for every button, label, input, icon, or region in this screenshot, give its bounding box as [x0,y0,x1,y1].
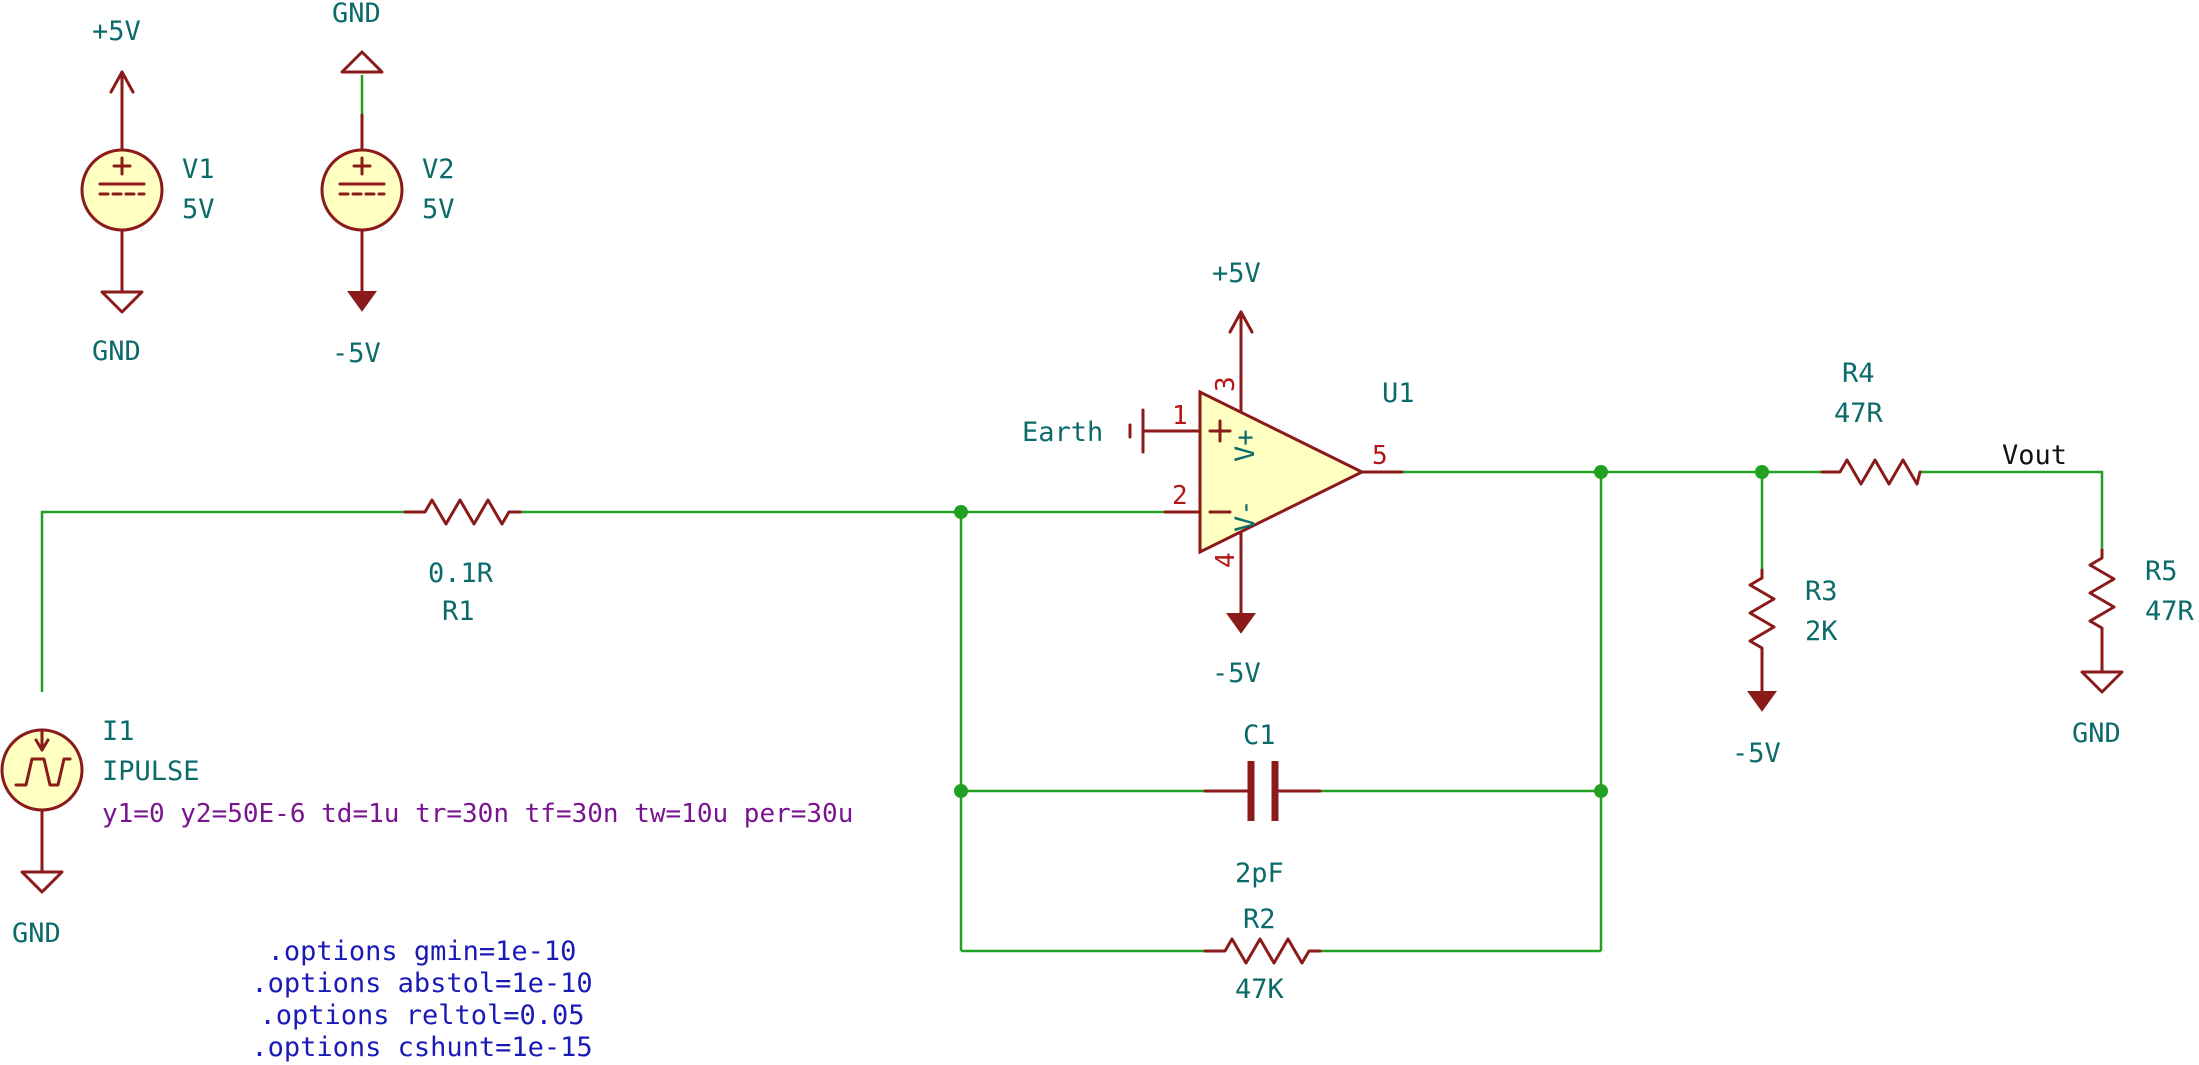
pulse-icon [14,757,72,787]
power-label-i1-bottom: GND [12,918,61,949]
option-line: .options gmin=1e-10 [268,936,577,967]
wire-vout[interactable] [1920,470,2104,550]
opamp-vplus: V+ [1230,429,1261,462]
power-label-r5-bottom: GND [2072,718,2121,749]
wires [40,75,2104,953]
ground-icon [20,870,64,894]
negative-supply-icon [1747,691,1777,712]
i1-value: IPULSE [102,756,200,787]
power-label-opamp-bottom: -5V [1212,658,1261,689]
pin-number-2: 2 [1172,481,1188,511]
ground-icon [100,290,144,314]
r3-value: 2K [1805,616,1838,647]
junctions [954,465,1769,798]
option-line: .options reltol=0.05 [259,1000,584,1031]
power-label-v2-bottom: -5V [332,338,381,369]
r4-ref: R4 [1842,358,1875,389]
r3-ref: R3 [1805,576,1838,607]
r1-ref: R1 [442,596,475,627]
source-v1[interactable]: +5V V1 5V GND [80,16,215,367]
spice-options: .options gmin=1e-10 .options abstol=1e-1… [251,936,592,1063]
arrow-up-icon [109,70,135,94]
earth-label: Earth [1022,417,1103,448]
u1-ref: U1 [1382,378,1415,409]
pin-number-3: 3 [1211,376,1241,392]
power-label-r3-bottom: -5V [1732,738,1781,769]
negative-supply-icon [347,291,377,312]
v1-ref: V1 [182,154,215,185]
r5-ref: R5 [2145,556,2178,587]
capacitor-c1[interactable]: C1 2pF [1203,720,1322,889]
r2-value: 47K [1235,974,1285,1005]
pin-number-4: 4 [1211,552,1241,568]
ground-icon [340,50,384,74]
power-label-v2-top: GND [332,0,381,29]
current-source-i1[interactable]: GND I1 IPULSE y1=0 y2=50E-6 td=1u tr=30n… [0,716,853,949]
ground-icon [2080,670,2124,694]
option-line: .options cshunt=1e-15 [251,1032,592,1063]
v2-value: 5V [422,194,455,225]
negative-supply-icon [1226,613,1256,634]
pin-number-5: 5 [1372,441,1388,471]
net-label-vout: Vout [2002,440,2067,471]
wire-i1-r1[interactable] [40,510,405,692]
opamp-vminus: V- [1230,499,1261,532]
r2-ref: R2 [1243,904,1276,935]
i1-params: y1=0 y2=50E-6 td=1u tr=30n tf=30n tw=10u… [102,799,853,829]
opamp-body [1198,389,1366,555]
source-v2[interactable]: GND V2 5V -5V [320,0,455,369]
opamp-u1[interactable]: +5V -5V Earth V+ V- 1 2 3 4 5 U1 [1022,258,1415,689]
power-label-v1-top: +5V [92,16,141,47]
v1-value: 5V [182,194,215,225]
pin-number-1: 1 [1172,401,1188,431]
option-line: .options abstol=1e-10 [251,968,592,999]
resistor-r4[interactable]: R4 47R [1820,358,1922,486]
power-label-v1-bottom: GND [92,336,141,367]
c1-value: 2pF [1235,858,1284,889]
resistor-r3[interactable]: R3 2K -5V [1732,568,1838,769]
r1-value: 0.1R [428,558,494,589]
c1-ref: C1 [1243,720,1276,751]
junction-dot [1755,465,1769,479]
resistor-r2[interactable]: R2 47K [1203,904,1322,1005]
i1-ref: I1 [102,716,135,747]
junction-dot [954,505,968,519]
r5-value: 47R [2145,596,2195,627]
resistor-r5[interactable]: R5 47R GND [2072,548,2195,749]
power-label-opamp-top: +5V [1212,258,1261,289]
arrow-up-icon [1228,310,1254,334]
resistor-r1[interactable]: 0.1R R1 [403,498,522,627]
junction-dot [1594,784,1608,798]
junction-dot [954,784,968,798]
v2-ref: V2 [422,154,455,185]
junction-dot [1594,465,1608,479]
arrow-down-icon [34,738,50,752]
r4-value: 47R [1834,398,1884,429]
